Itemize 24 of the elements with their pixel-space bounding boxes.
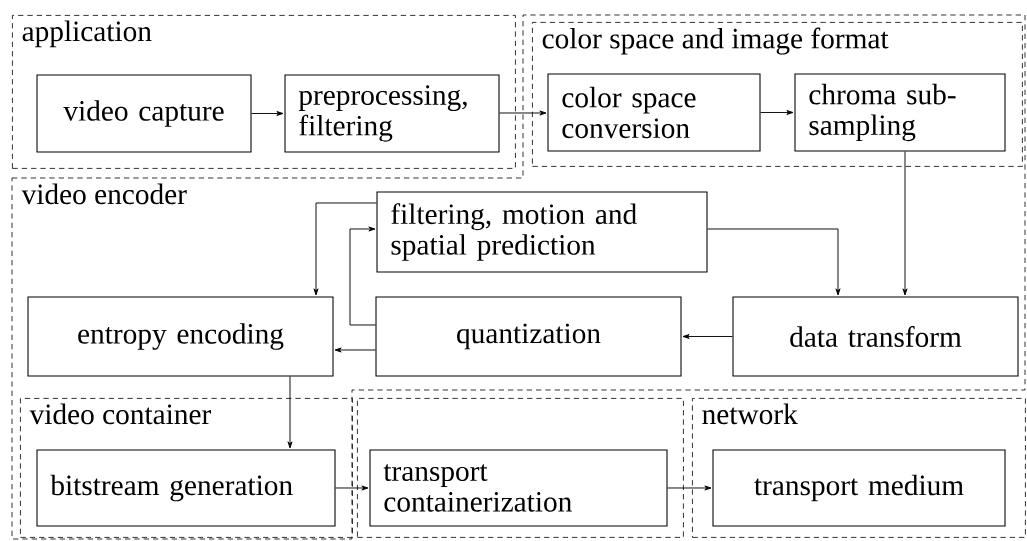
arrow xyxy=(335,485,369,491)
arrow xyxy=(707,228,841,296)
arrow xyxy=(667,485,712,491)
process-box: filtering, motion and spatial prediction xyxy=(376,191,708,273)
arrow xyxy=(499,110,547,116)
process-box: color space conversion xyxy=(547,73,761,152)
arrow xyxy=(287,376,293,449)
arrow xyxy=(760,110,794,115)
process-box: preprocessing, filtering xyxy=(284,74,500,153)
arrow xyxy=(313,202,377,296)
arrow xyxy=(682,334,733,339)
process-box: chroma sub-sampling xyxy=(794,73,1006,152)
arrow xyxy=(349,226,376,326)
process-box: transport containerization xyxy=(369,449,668,527)
process-box: bitstream generation xyxy=(36,449,336,527)
dashed-box xyxy=(357,398,684,538)
arrow xyxy=(334,347,376,353)
arrow xyxy=(902,151,908,296)
process-box: video capture xyxy=(36,74,252,153)
process-box: entropy encoding xyxy=(27,296,334,377)
process-box: transport medium xyxy=(712,449,1006,527)
process-box: quantization xyxy=(375,296,682,377)
arrow xyxy=(251,111,284,116)
process-box: data transform xyxy=(732,296,1019,377)
